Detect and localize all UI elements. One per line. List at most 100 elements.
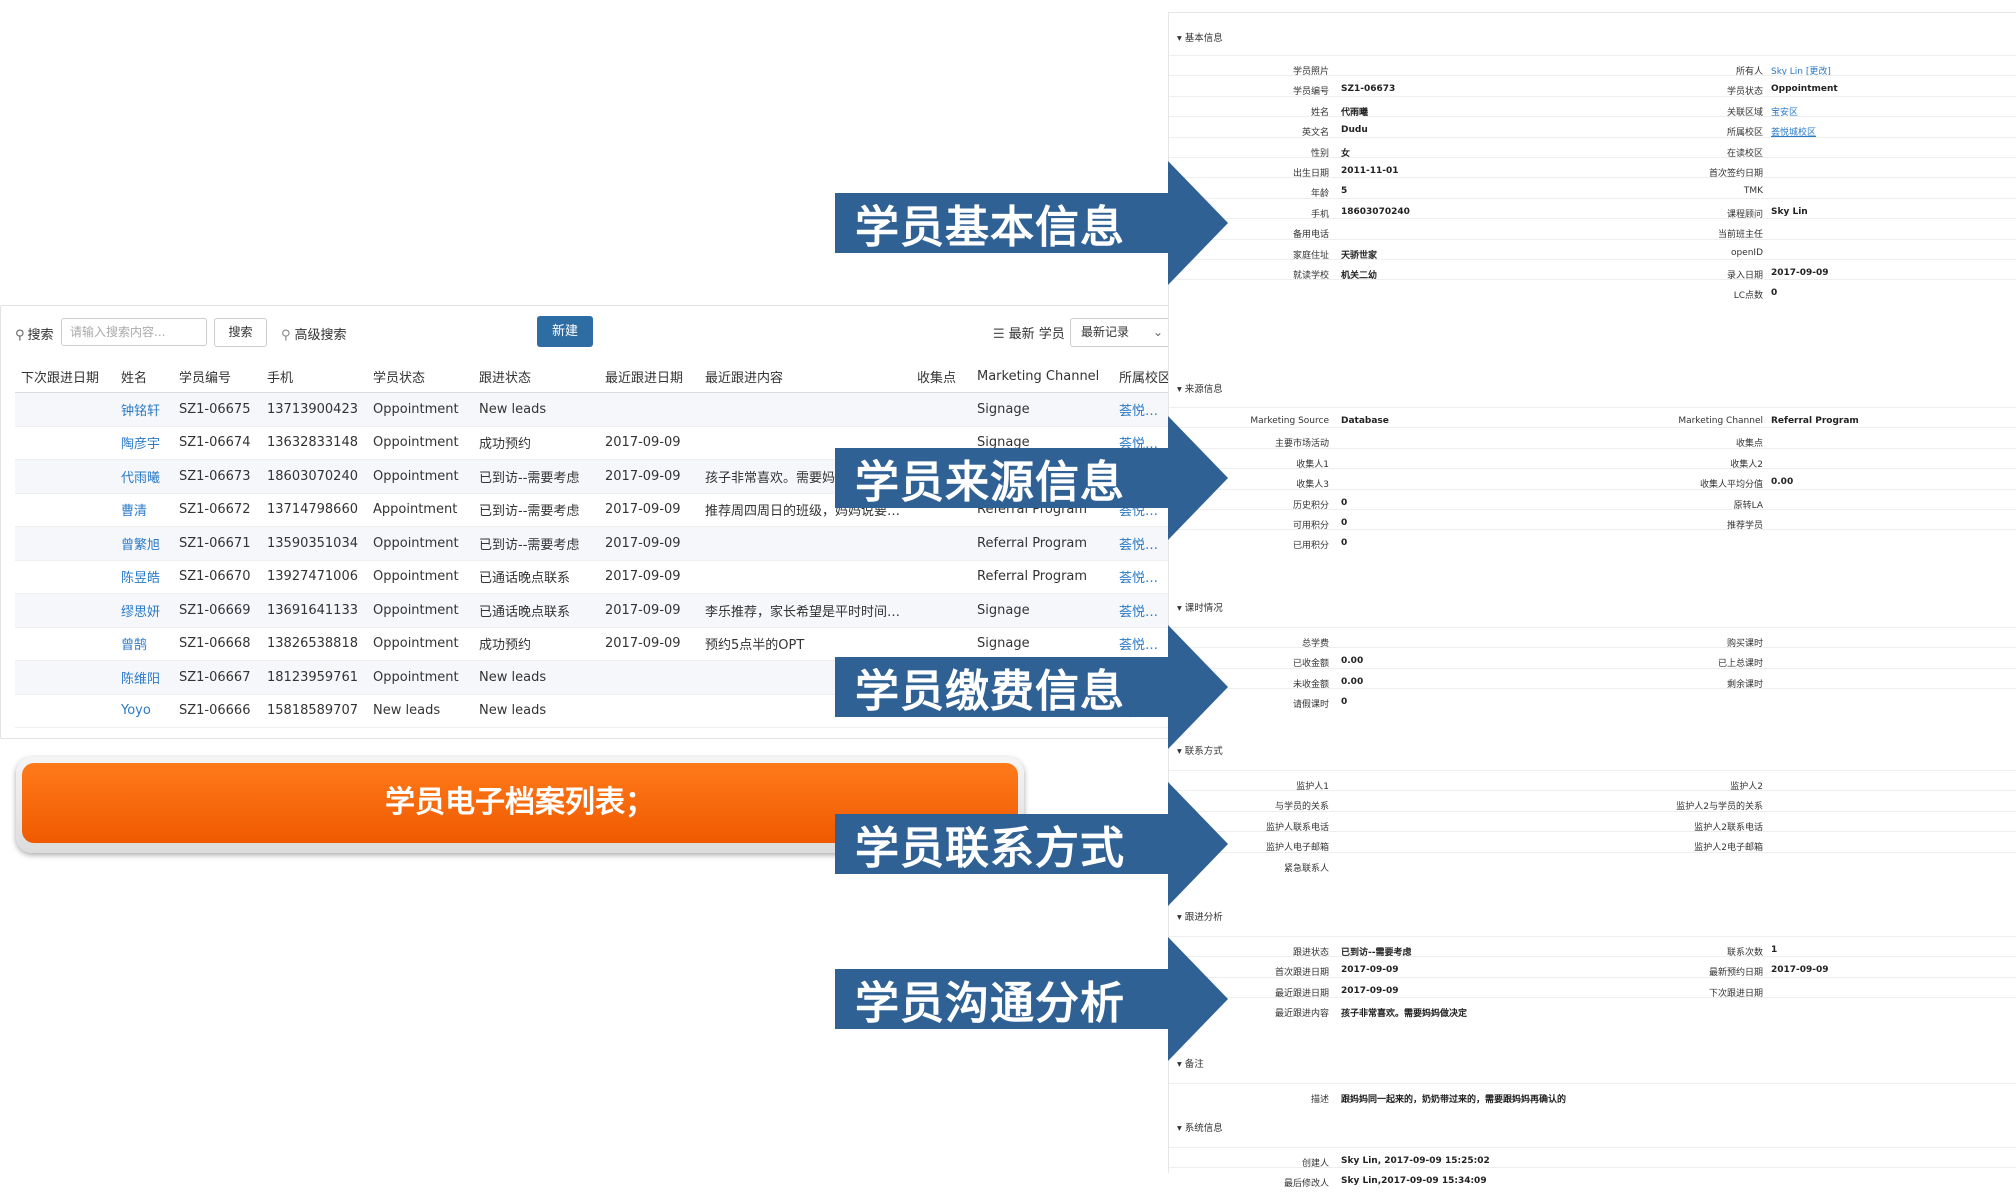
table-cell: SZ1-06673 (173, 459, 261, 494)
table-cell-link[interactable]: 陈昱皓 (115, 560, 173, 594)
field-label: 剩余课时 (1726, 679, 1763, 690)
column-header[interactable]: Marketing Channel (971, 360, 1113, 393)
column-header[interactable]: 所属校区 (1113, 360, 1171, 393)
section-header[interactable]: ▾ 来源信息 (1177, 381, 1223, 395)
search-icon: ⚲ (281, 328, 291, 343)
new-button[interactable]: 新建 (537, 316, 593, 347)
table-cell (599, 694, 699, 728)
column-header[interactable]: 跟进状态 (473, 360, 599, 393)
table-cell-link[interactable]: 曹清 (115, 493, 173, 527)
field-value: 代雨曦 (1341, 107, 1369, 118)
table-cell (699, 392, 911, 427)
field-label: 收集人平均分值 (1699, 480, 1763, 491)
table-cell-link[interactable]: 曾鹄 (115, 627, 173, 661)
table-cell: SZ1-06675 (173, 392, 261, 427)
field-value: Oppointment (1771, 84, 1838, 95)
column-header[interactable]: 收集点 (911, 360, 971, 393)
table-cell-link[interactable]: Yoyo (115, 694, 173, 728)
table-cell: 预约5点半的OPT (699, 627, 911, 661)
field-label: 主要市场活动 (1274, 439, 1329, 450)
table-cell (699, 526, 911, 561)
field-value: Database (1341, 416, 1389, 426)
field-link[interactable]: 宝安区 (1771, 107, 1799, 118)
section-header[interactable]: ▾ 备注 (1177, 1056, 1204, 1070)
column-header[interactable]: 最近跟进日期 (599, 360, 699, 393)
table-cell-link[interactable]: 陶彦宇 (115, 426, 173, 460)
triangle-down-icon: ▾ (1177, 746, 1185, 757)
sort-select[interactable]: 最新记录 ⌄ (1070, 318, 1170, 347)
column-header[interactable]: 学员编号 (173, 360, 261, 393)
table-cell: 13714798660 (261, 493, 367, 527)
search-icon: ⚲ (15, 328, 25, 343)
field-value: Referral Program (1771, 416, 1859, 426)
field-label: 联系次数 (1726, 948, 1763, 958)
field-value: 机关二幼 (1341, 271, 1378, 281)
triangle-down-icon: ▾ (1177, 1123, 1185, 1134)
field-label: 最近跟进内容 (1274, 1009, 1329, 1020)
table-cell (15, 660, 115, 695)
table-cell-link[interactable]: 陈维阳 (115, 660, 173, 695)
table-cell: Oppointment (367, 660, 473, 695)
field-label: 推荐学员 (1726, 521, 1763, 531)
section-header[interactable]: ▾ 系统信息 (1177, 1120, 1223, 1134)
detail-row: 总学费购买课时 (1169, 627, 2016, 654)
field-value: 0 (1771, 288, 1778, 299)
table-cell: Oppointment (367, 459, 473, 494)
field-link[interactable]: 荟悦城校区 (1771, 128, 1817, 139)
field-label: 首次跟进日期 (1274, 968, 1329, 979)
field-value: 女 (1341, 148, 1351, 159)
section-title: 基本信息 (1184, 33, 1223, 44)
table-cell: 已到访--需要考虑 (473, 526, 599, 561)
table-cell-link[interactable]: 曾繁旭 (115, 526, 173, 561)
detail-row: 紧急联系人 (1169, 851, 2016, 879)
table-cell: SZ1-06672 (173, 493, 261, 527)
field-value: 2017-09-09 (1341, 965, 1399, 976)
arrow-label: 学员基本信息 (855, 202, 1125, 253)
column-header[interactable]: 手机 (261, 360, 367, 393)
advanced-search-link[interactable]: ⚲高级搜索 (281, 328, 347, 343)
column-header[interactable]: 学员状态 (367, 360, 473, 393)
table-cell-link[interactable]: 荟悦城校区 (1113, 392, 1171, 427)
field-label: 历史积分 (1292, 500, 1329, 511)
column-header[interactable]: 下次跟进日期 (15, 360, 115, 393)
table-cell-link[interactable]: 荟悦城校区 (1113, 593, 1171, 628)
column-header[interactable]: 姓名 (115, 360, 173, 393)
table-cell: 已到访--需要考虑 (473, 493, 599, 527)
field-label: 原转LA (1733, 500, 1763, 511)
section-header[interactable]: ▾ 联系方式 (1177, 743, 1223, 757)
field-link[interactable]: Sky Lin [更改] (1771, 67, 1831, 77)
table-cell-link[interactable]: 荟悦城校区 (1113, 526, 1171, 561)
section-header[interactable]: ▾ 跟进分析 (1177, 909, 1223, 923)
section-header[interactable]: ▾ 课时情况 (1177, 600, 1223, 614)
table-cell (911, 392, 971, 427)
table-cell-link[interactable]: 缪思妍 (115, 593, 173, 628)
search-input[interactable] (61, 318, 207, 346)
chevron-down-icon: ⌄ (1152, 325, 1163, 339)
field-label: 监护人2联系电话 (1694, 822, 1763, 833)
table-cell-link[interactable]: 荟悦城校区 (1113, 560, 1171, 594)
column-header[interactable]: 最近跟进内容 (699, 360, 911, 393)
table-cell: SZ1-06667 (173, 660, 261, 695)
section-header[interactable]: ▾ 基本信息 (1177, 30, 1223, 44)
field-label: 家庭住址 (1292, 250, 1329, 261)
field-label: 监护人1 (1296, 782, 1329, 792)
field-label: 性别 (1310, 148, 1329, 159)
table-cell-link[interactable]: 代雨曦 (115, 459, 173, 494)
field-label: 购买课时 (1726, 639, 1763, 649)
search-button[interactable]: 搜索 (214, 318, 267, 347)
table-cell: 2017-09-09 (599, 493, 699, 527)
table-cell-link[interactable]: 钟铭轩 (115, 392, 173, 427)
table-cell: SZ1-06669 (173, 593, 261, 628)
